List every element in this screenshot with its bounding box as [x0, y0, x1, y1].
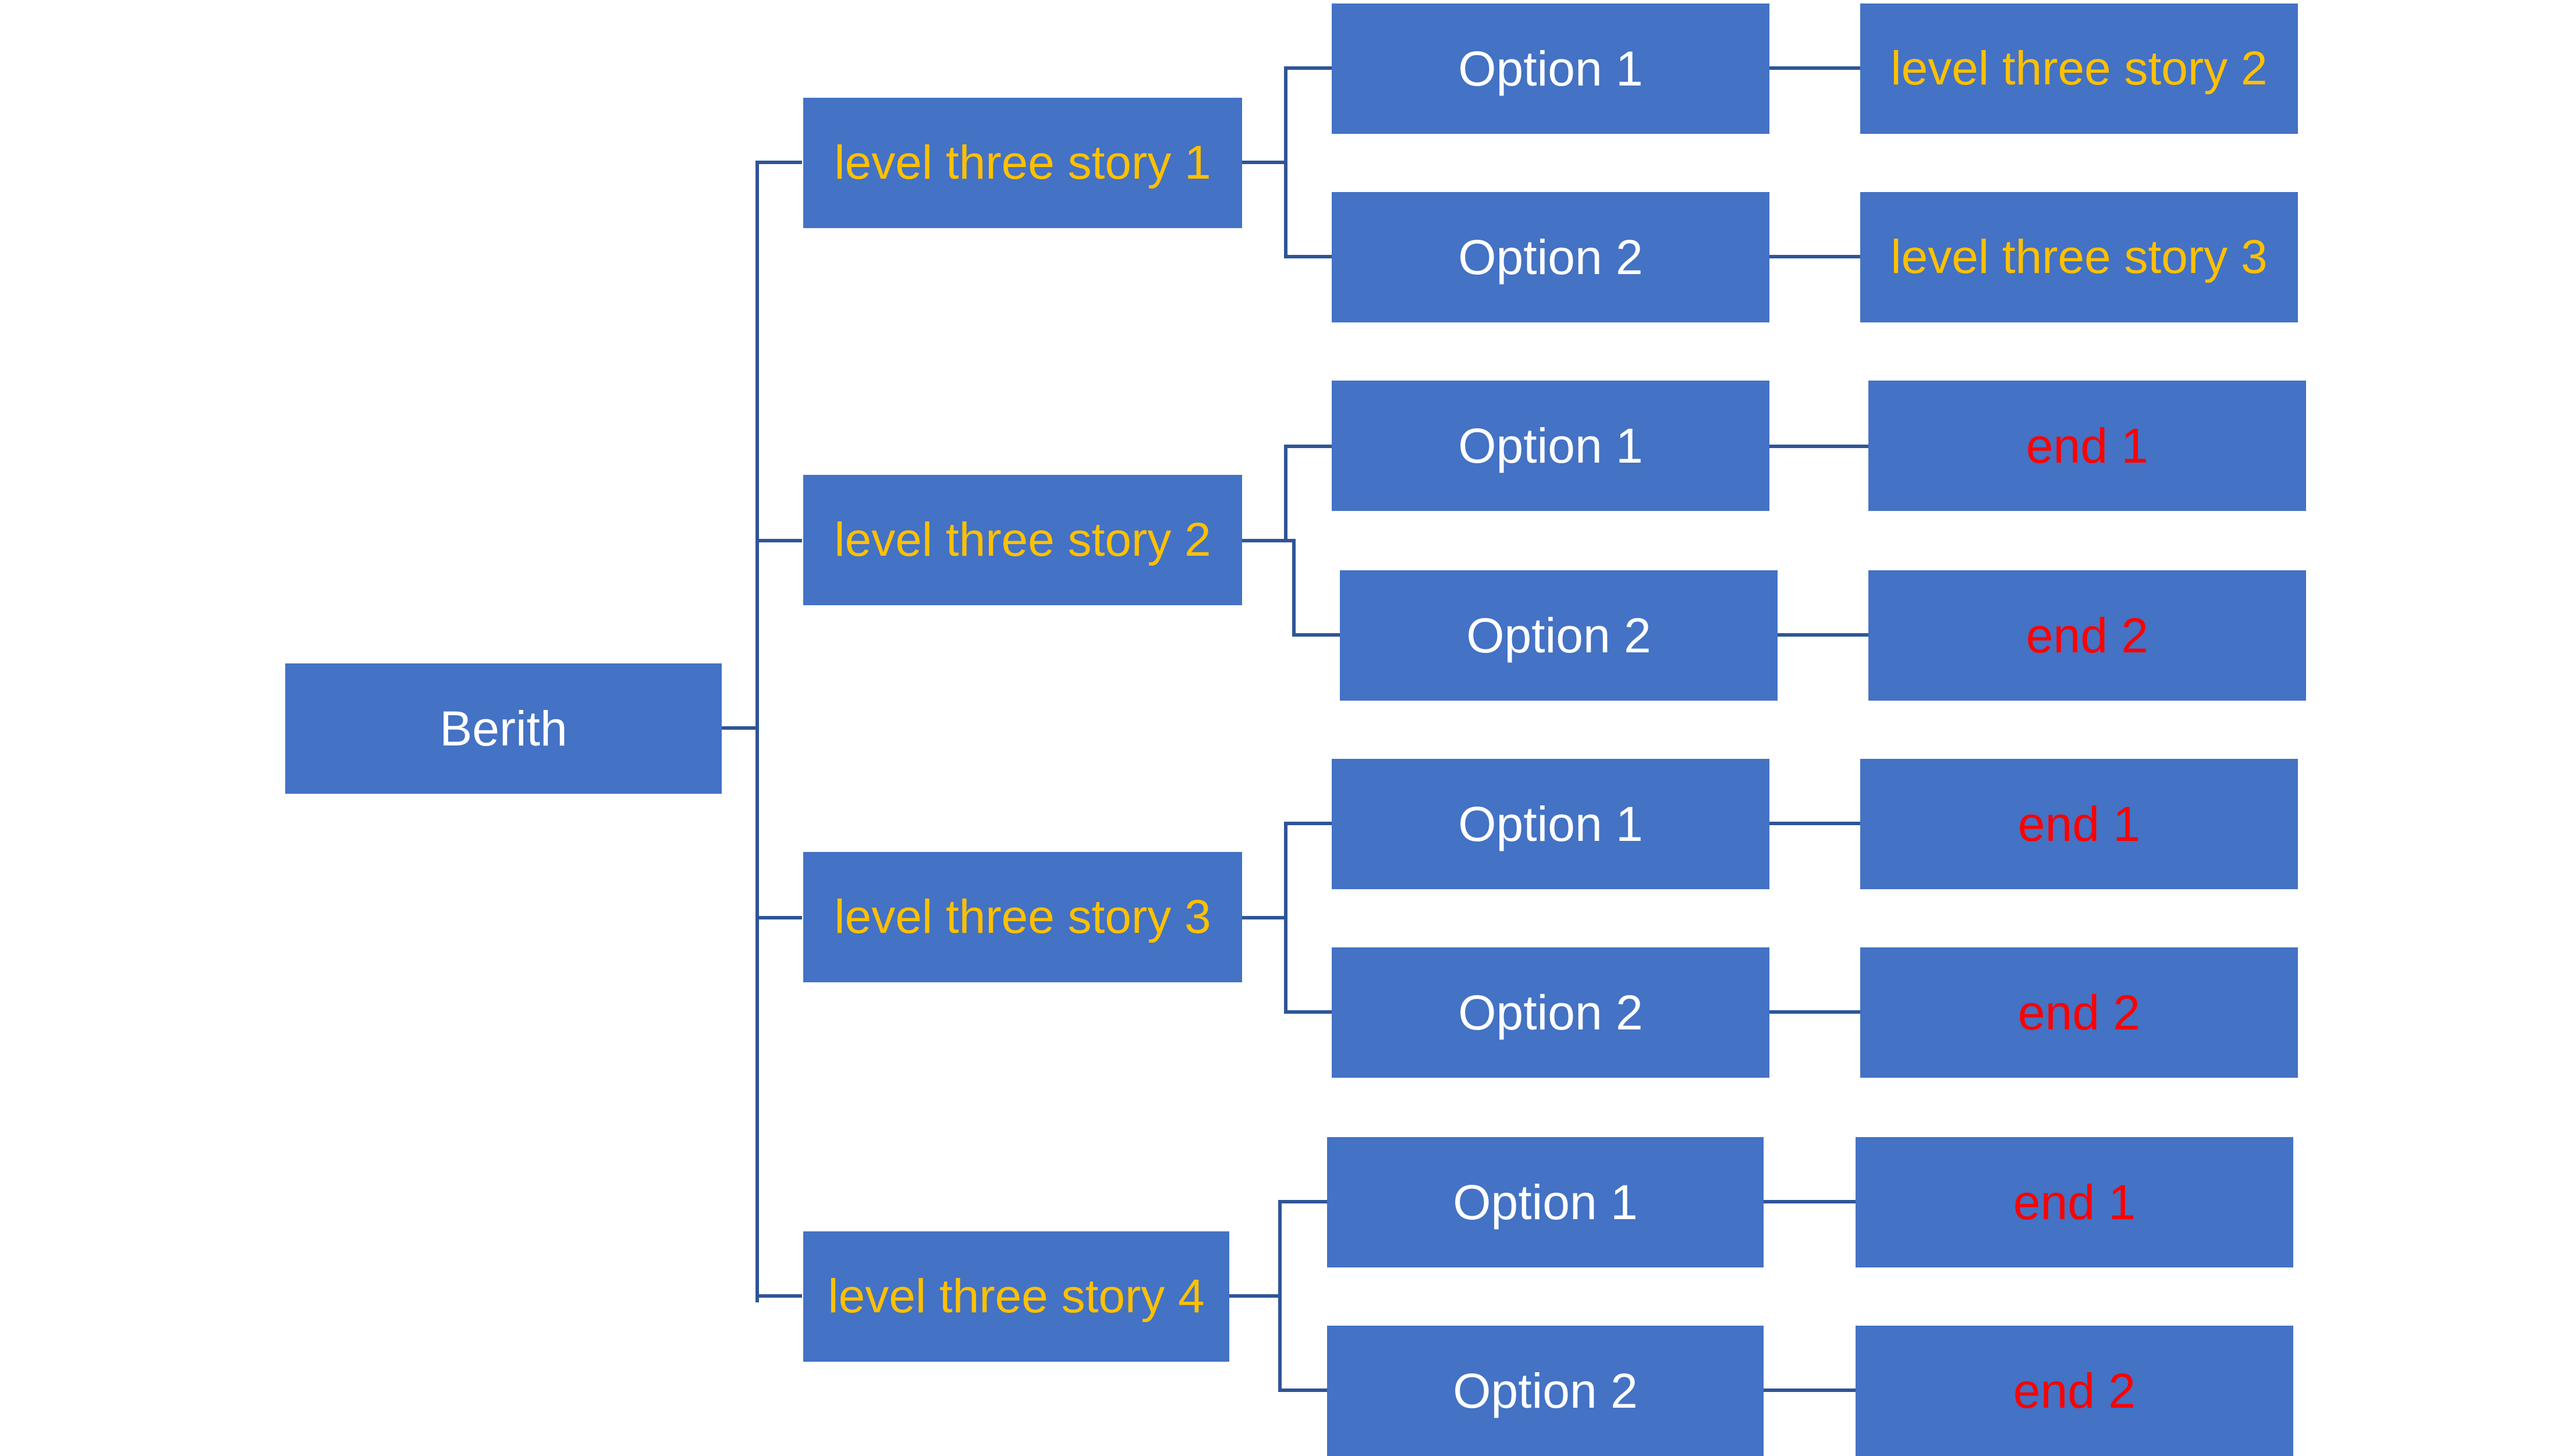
option-node-story4-option1: Option 1	[1327, 1137, 1764, 1267]
option-node-story2-option1: Option 1	[1332, 381, 1769, 511]
connector	[1284, 822, 1332, 825]
connector	[1284, 1010, 1332, 1014]
connector	[1284, 822, 1287, 1014]
connector	[1278, 1388, 1327, 1392]
connector	[1778, 633, 1868, 637]
outcome-node-story4-option2: end 2	[1856, 1326, 2293, 1456]
root-node-berith: Berith	[285, 663, 722, 794]
outcome-node-story4-option1: end 1	[1856, 1137, 2293, 1267]
connector	[1764, 1388, 1856, 1392]
connector	[1284, 66, 1332, 70]
outcome-node-story3-option1: end 1	[1860, 759, 2298, 889]
outcome-node-story2-option1: end 1	[1868, 381, 2306, 511]
outcome-node-story3-option2: end 2	[1860, 947, 2298, 1078]
connector	[1769, 1010, 1860, 1014]
connector	[1764, 1200, 1856, 1203]
option-node-story3-option2: Option 2	[1332, 947, 1769, 1078]
option-node-story2-option2: Option 2	[1340, 570, 1778, 701]
connector	[1284, 445, 1332, 448]
outcome-node-story1-option1: level three story 2	[1860, 3, 2298, 134]
connector	[1284, 255, 1332, 258]
option-node-story4-option2: Option 2	[1327, 1326, 1764, 1456]
option-node-story3-option1: Option 1	[1332, 759, 1769, 889]
story-node-4: level three story 4	[803, 1231, 1229, 1362]
connector	[1284, 445, 1287, 542]
connector	[755, 1294, 802, 1298]
connector	[755, 539, 802, 542]
connector	[1769, 445, 1868, 448]
connector	[1278, 1200, 1327, 1203]
connector	[722, 726, 759, 730]
outcome-node-story1-option2: level three story 3	[1860, 192, 2298, 322]
connector	[1769, 255, 1860, 258]
option-node-story1-option2: Option 2	[1332, 192, 1769, 322]
story-node-1: level three story 1	[803, 98, 1242, 228]
outcome-node-story2-option2: end 2	[1868, 570, 2306, 701]
connector	[755, 161, 759, 1302]
connector	[1278, 1200, 1282, 1392]
connector	[755, 161, 802, 164]
connector	[755, 916, 802, 919]
story-node-3: level three story 3	[803, 852, 1242, 982]
connector	[1769, 66, 1860, 70]
connector	[1229, 1294, 1282, 1298]
connector	[1284, 66, 1287, 258]
option-node-story1-option1: Option 1	[1332, 3, 1769, 134]
connector	[1242, 539, 1296, 542]
connector	[1769, 822, 1860, 825]
connector	[1242, 161, 1287, 164]
connector	[1292, 633, 1340, 637]
story-node-2: level three story 2	[803, 475, 1242, 605]
connector	[1292, 539, 1296, 637]
connector	[1242, 916, 1287, 919]
